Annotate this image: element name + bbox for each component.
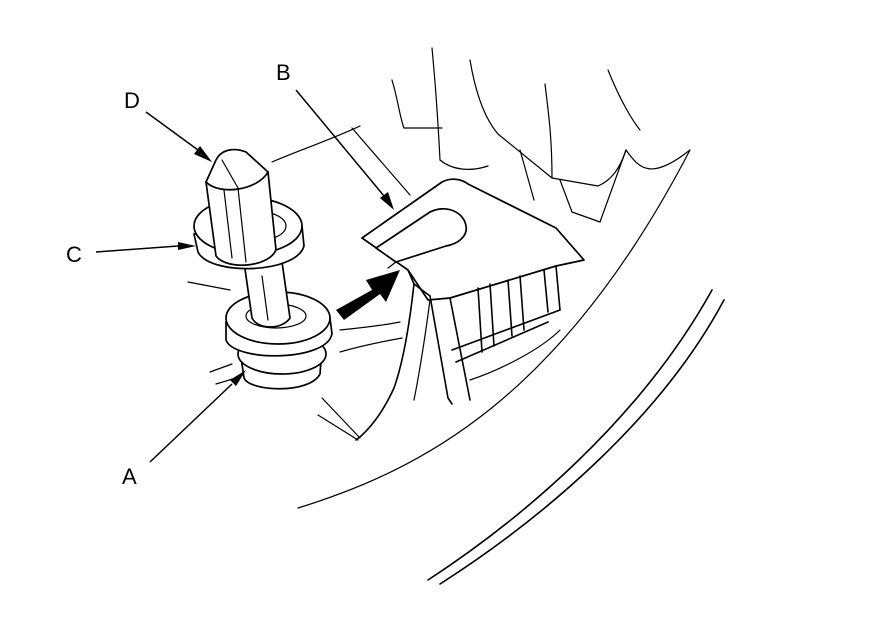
bracket-b [355, 178, 585, 441]
clip-assembly [193, 148, 333, 390]
clip-stem [243, 261, 291, 328]
leader-d [145, 111, 212, 162]
callout-label-d: D [124, 88, 140, 113]
insert-direction-arrow [336, 270, 400, 320]
callout-label-b: B [276, 60, 291, 85]
pin-d [205, 148, 277, 267]
leader-c [95, 242, 196, 253]
leader-a [149, 370, 246, 463]
leader-b [295, 89, 394, 210]
callout-label-c: C [66, 242, 82, 267]
callout-label-a: A [122, 464, 137, 489]
